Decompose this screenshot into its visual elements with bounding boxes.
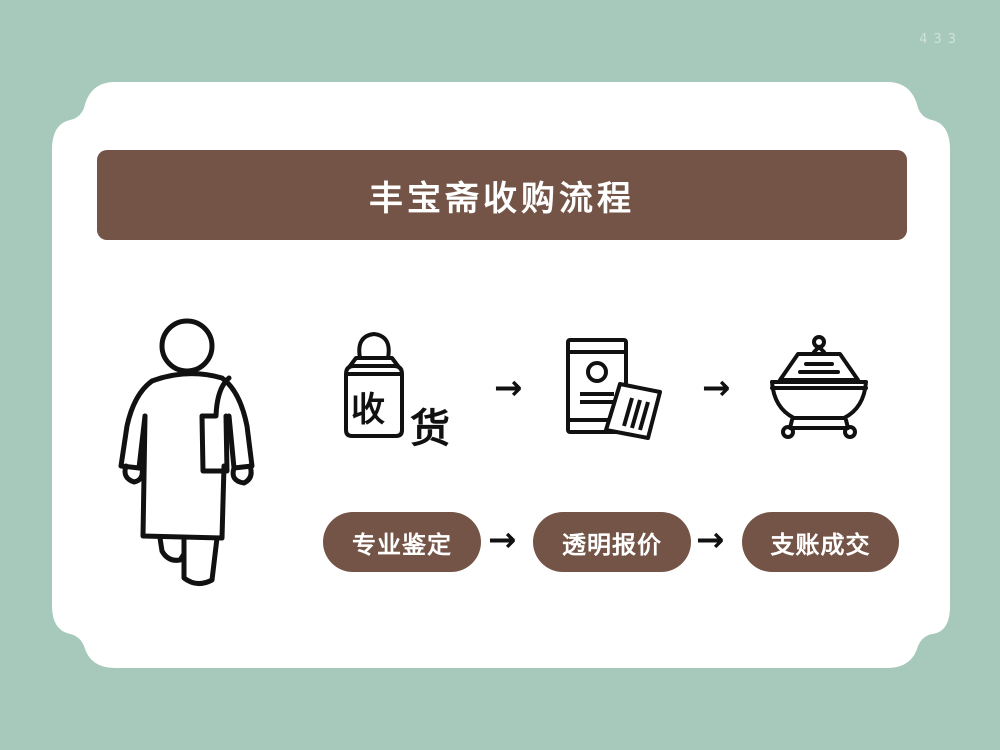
page-title: 丰宝斋收购流程 bbox=[369, 178, 635, 219]
jar-label: 收 bbox=[351, 390, 385, 430]
step-label: 支账成交 bbox=[770, 530, 871, 559]
jar-icon bbox=[344, 332, 404, 438]
step-professional-appraisal: 专业鉴定 bbox=[323, 512, 481, 572]
arrow-icon: → bbox=[494, 368, 523, 408]
page-indicator: 433 bbox=[919, 32, 962, 47]
incense-burner-icon bbox=[770, 335, 868, 439]
document-icon bbox=[566, 338, 662, 440]
step-payment-deal: 支账成交 bbox=[742, 512, 899, 572]
arrow-icon: → bbox=[696, 520, 725, 560]
step-label: 透明报价 bbox=[562, 530, 662, 559]
step-transparent-quote: 透明报价 bbox=[533, 512, 691, 572]
arrow-icon: → bbox=[702, 368, 731, 408]
arrow-icon: → bbox=[488, 520, 517, 560]
step-receive-goods: 收 货 bbox=[338, 330, 468, 452]
step-label: 专业鉴定 bbox=[352, 530, 452, 559]
person-icon bbox=[118, 318, 255, 586]
title-banner: 丰宝斋收购流程 bbox=[97, 150, 907, 240]
side-label: 货 bbox=[410, 406, 450, 452]
